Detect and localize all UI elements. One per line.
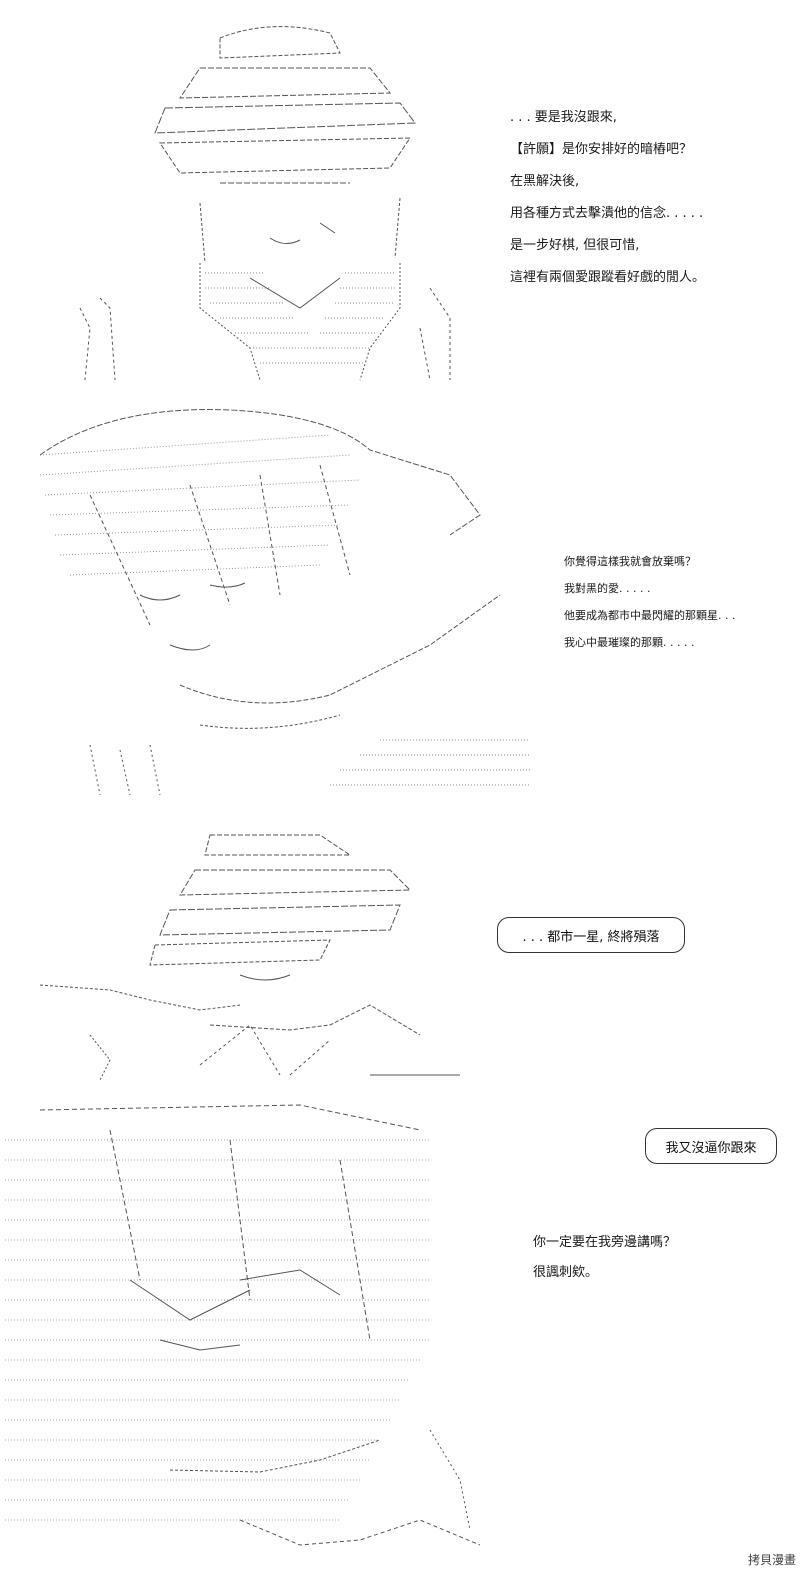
panel-2-ascii-art [30,395,540,800]
panel-4-dialogue: 你一定要在我旁邊講嗎？ 很諷刺欸。 [533,1228,676,1288]
speech-bubble-text: . . . 都市一星, 終將殞落 [522,929,660,945]
dialogue-line: 我心中最璀璨的那顆. . . . . [564,636,695,649]
dialogue-line: 在黑解決後, [510,174,580,189]
dialogue-line: 用各種方式去擊潰他的信念. . . . . [510,206,704,221]
watermark: 拷貝漫畫 [747,1553,796,1567]
panel-1-dialogue: . . . 要是我沒跟來, 【許願】是你安排好的暗樁吧？ 在黑解決後, 用各種方… [510,102,705,294]
speech-bubble-text: 我又沒逼你跟來 [665,1140,757,1156]
dialogue-line: 你覺得這樣我就會放棄嗎？ [564,555,696,568]
dialogue-line: 【許願】是你安排好的暗樁吧？ [510,142,693,157]
dialogue-line: 我對黑的愛. . . . . [564,582,651,595]
dialogue-line: 這裡有兩個愛跟蹤看好戲的閒人。 [510,270,706,285]
panel-3-ascii-art [30,825,500,1085]
panel-2: 你覺得這樣我就會放棄嗎？ 我對黑的愛. . . . . 他要成為都市中最閃耀的那… [0,395,800,805]
dialogue-line: 很諷刺欸。 [533,1265,599,1280]
dialogue-line: 你一定要在我旁邊講嗎？ [533,1235,677,1250]
speech-bubble: 我又沒逼你跟來 [645,1128,777,1164]
dialogue-line: 他要成為都市中最閃耀的那顆星. . . [564,609,736,622]
panel-4: 你一定要在我旁邊講嗎？ 很諷刺欸。 我又沒逼你跟來 [0,1095,800,1570]
panel-1-ascii-art [70,8,480,380]
panel-2-dialogue: 你覺得這樣我就會放棄嗎？ 我對黑的愛. . . . . 他要成為都市中最閃耀的那… [564,548,735,656]
panel-1: . . . 要是我沒跟來, 【許願】是你安排好的暗樁吧？ 在黑解決後, 用各種方… [0,0,800,385]
panel-3: . . . 都市一星, 終將殞落 [0,820,800,1090]
speech-bubble: . . . 都市一星, 終將殞落 [497,917,685,953]
dialogue-line: . . . 要是我沒跟來, [510,110,617,125]
panel-4-ascii-art [0,1100,500,1560]
dialogue-line: 是一步好棋, 但很可惜, [510,238,640,253]
